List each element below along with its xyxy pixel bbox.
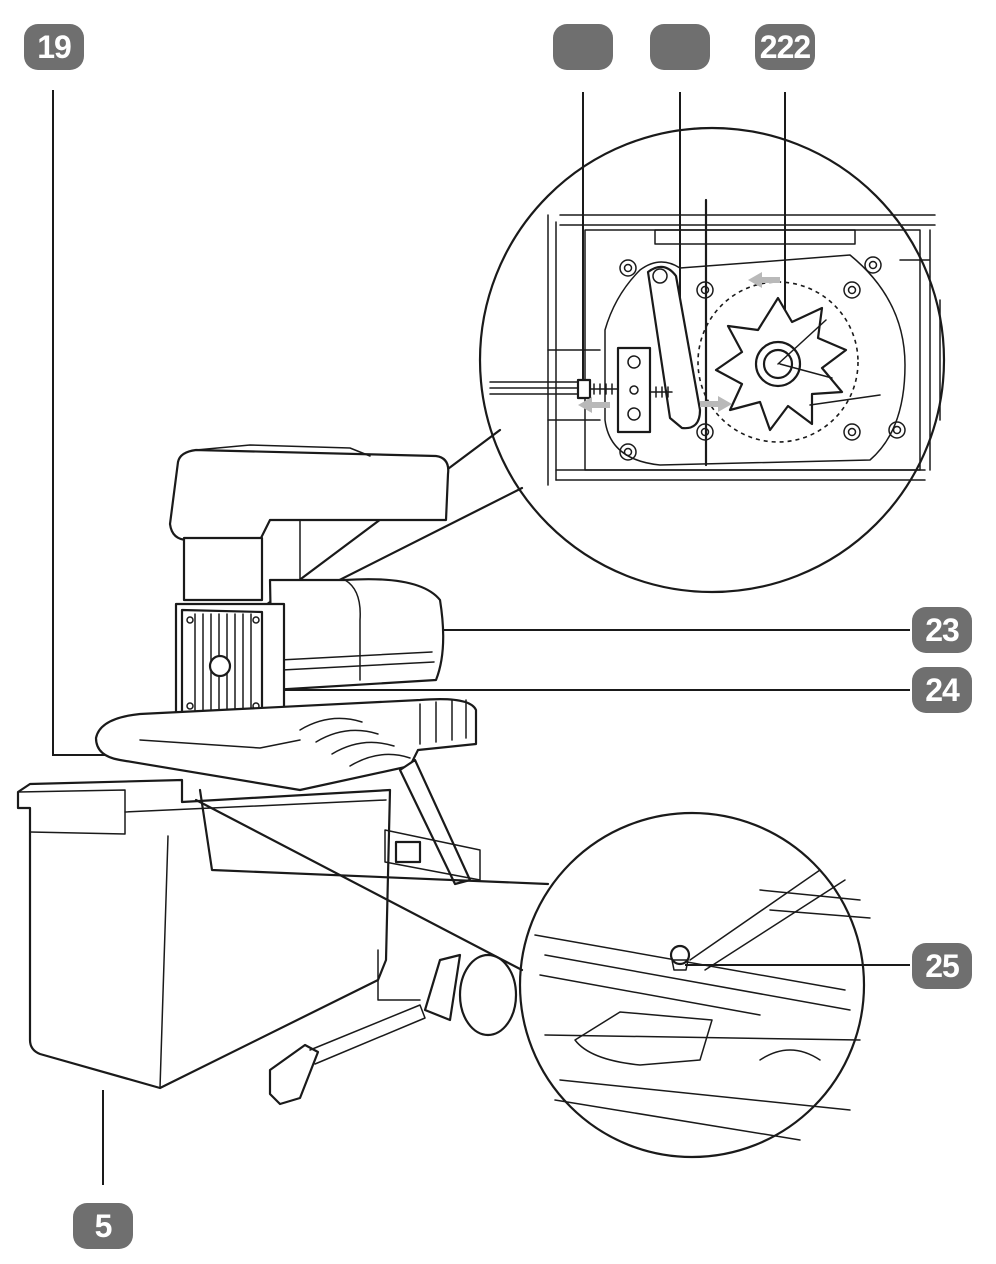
callout-19: 19 (24, 24, 84, 70)
callout-blank-b (650, 24, 710, 70)
callout-222: 222 (755, 24, 815, 70)
callout-23: 23 (912, 607, 972, 653)
callout-blank-a (553, 24, 613, 70)
callout-5: 5 (73, 1203, 133, 1249)
callout-25: 25 (912, 943, 972, 989)
detail-circle-lower (194, 788, 871, 1159)
leader-19 (52, 90, 110, 756)
callout-24: 24 (912, 667, 972, 713)
detail-circle-upper (260, 126, 946, 614)
machine-body (16, 444, 518, 1106)
